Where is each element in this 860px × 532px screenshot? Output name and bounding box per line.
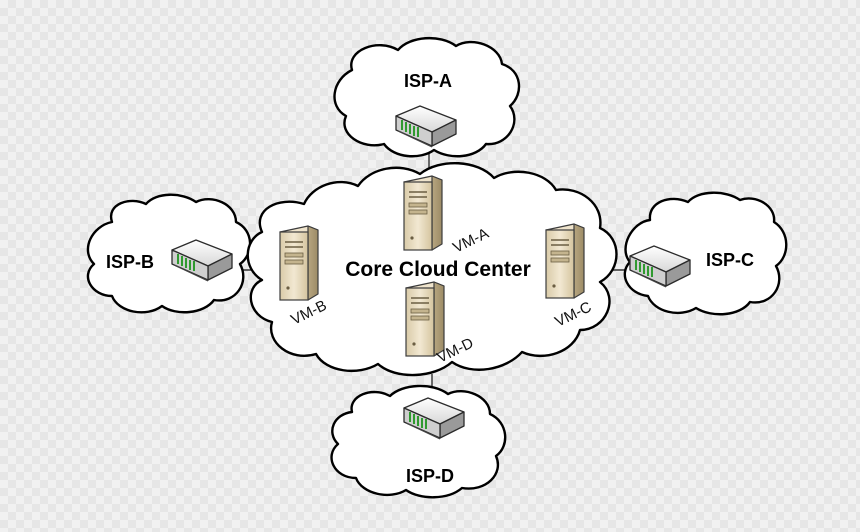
core-cloud-label: Core Cloud Center xyxy=(345,258,531,281)
isp-d-label: ISP-D xyxy=(406,466,454,486)
server-icon xyxy=(279,225,319,301)
isp-a-label: ISP-A xyxy=(404,71,452,91)
cloud-shape-isp-b xyxy=(86,193,252,314)
isp-c-label: ISP-C xyxy=(706,250,754,270)
cloud-shape-isp-a xyxy=(333,36,521,158)
cloud-shape-core xyxy=(246,162,618,377)
isp-b-label: ISP-B xyxy=(106,252,154,272)
server-icon xyxy=(545,223,585,299)
server-icon xyxy=(403,175,443,251)
server-icon xyxy=(405,281,445,357)
